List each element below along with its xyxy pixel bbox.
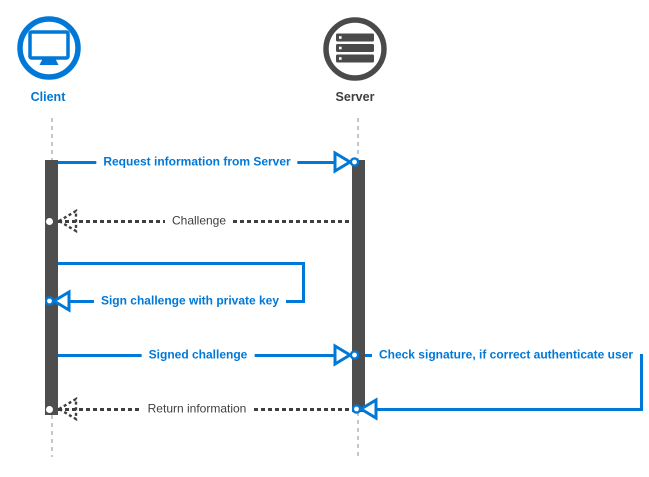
client-lifeline-upper (51, 118, 53, 160)
server-actor-label: Server (335, 90, 375, 104)
message-signed-label: Signed challenge (141, 347, 255, 363)
message-return-label: Return information (140, 401, 254, 417)
open-arrowhead-right-icon (333, 150, 359, 174)
open-arrowhead-left-icon (351, 397, 377, 421)
message-sign-loop-top (58, 261, 305, 265)
server-lifeline-lower (357, 412, 359, 457)
server-stack-icon (323, 17, 387, 81)
message-request-label: Request information from Server (96, 154, 298, 170)
message-check-label: Check signature, if correct authenticate… (371, 347, 641, 363)
message-challenge-label: Challenge (164, 213, 234, 229)
message-sign-label: Sign challenge with private key (93, 293, 287, 309)
message-sign-loop-side (302, 261, 305, 303)
message-endpoint-dot (45, 217, 53, 225)
dashed-arrowhead-left-icon (56, 396, 78, 422)
server-activation-bar (352, 160, 365, 412)
client-activation-bar (45, 160, 58, 415)
message-endpoint-dot (45, 405, 53, 413)
dashed-arrowhead-left-icon (56, 208, 78, 234)
open-arrowhead-left-icon (44, 289, 70, 313)
open-arrowhead-right-icon (333, 343, 359, 367)
monitor-icon (17, 16, 81, 80)
client-actor-label: Client (30, 90, 66, 104)
message-check-loop-side (640, 353, 643, 411)
client-lifeline-lower (51, 415, 53, 457)
message-check-loop-bottom (373, 407, 643, 411)
server-lifeline-upper (357, 118, 359, 160)
